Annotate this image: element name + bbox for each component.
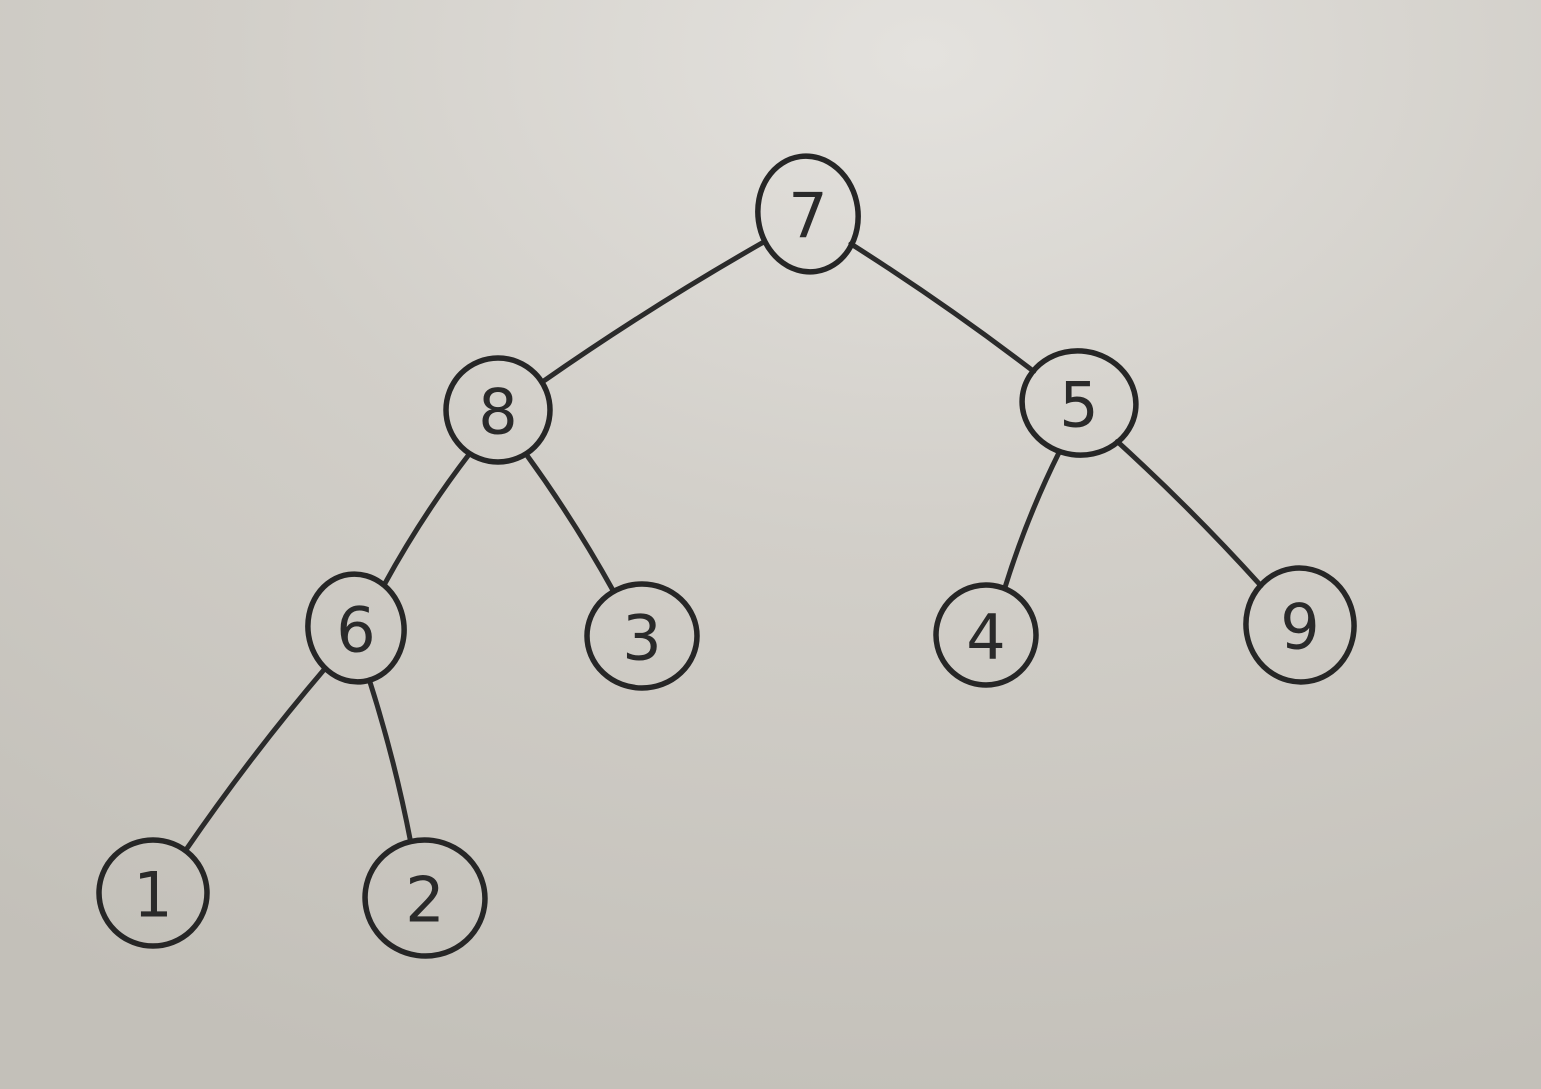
- tree-node-7: 7: [755, 153, 861, 275]
- node-circle: [305, 571, 407, 685]
- node-circle: [362, 837, 488, 959]
- edge-n6-n1: [183, 666, 328, 854]
- node-label: 3: [622, 602, 661, 675]
- node-circle: [584, 581, 700, 691]
- tree-node-9: 9: [1243, 565, 1357, 685]
- edge-n5-n4: [1002, 449, 1062, 592]
- tree-node-2: 2: [362, 837, 488, 959]
- node-label: 4: [966, 601, 1005, 674]
- node-label: 2: [405, 864, 444, 937]
- node-circle: [1243, 565, 1357, 685]
- edge-root-n8: [539, 239, 767, 385]
- tree-node-5: 5: [1019, 348, 1139, 458]
- node-label: 1: [133, 859, 172, 932]
- edge-n6-n2: [366, 677, 414, 845]
- tree-node-8: 8: [443, 355, 553, 465]
- node-label: 8: [478, 376, 517, 449]
- node-label: 5: [1059, 369, 1098, 442]
- tree-node-3: 3: [584, 581, 700, 691]
- node-circle: [933, 582, 1039, 688]
- tree-node-1: 1: [96, 837, 210, 949]
- nodes-layer: 7 8 5 6 3 4 9 1 2: [96, 153, 1357, 959]
- edge-n8-n3: [523, 451, 617, 594]
- edge-n8-n6: [381, 451, 473, 587]
- tree-node-6: 6: [305, 571, 407, 685]
- node-label: 9: [1280, 591, 1319, 664]
- node-circle: [1019, 348, 1139, 458]
- edges-layer: [183, 239, 1264, 854]
- node-circle: [443, 355, 553, 465]
- edge-root-n5: [848, 241, 1037, 374]
- tree-node-4: 4: [933, 582, 1039, 688]
- node-label: 6: [336, 594, 375, 667]
- node-label: 7: [788, 180, 827, 253]
- edge-n5-n9: [1114, 439, 1264, 589]
- node-circle: [96, 837, 210, 949]
- node-circle: [755, 153, 861, 275]
